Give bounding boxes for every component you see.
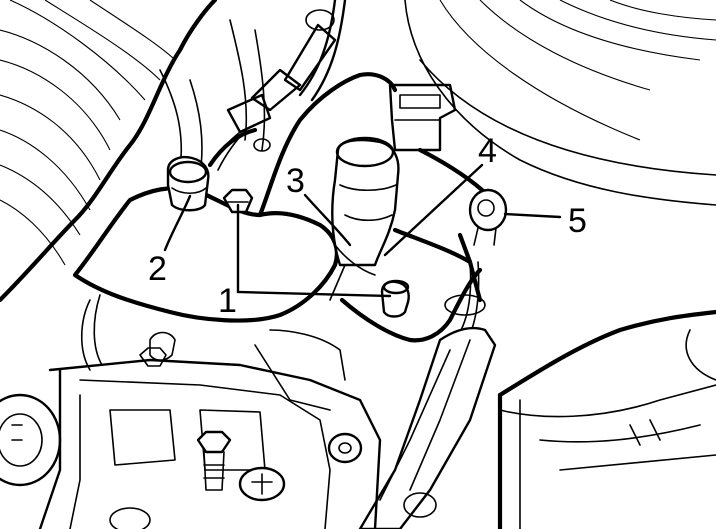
callout-5: 5 [568, 202, 587, 240]
callout-1: 1 [218, 282, 237, 320]
support-arm [358, 294, 497, 529]
intake-hose [0, 0, 218, 303]
connector-block [388, 83, 457, 152]
engine-block [38, 294, 382, 529]
upper-right-hose [404, 0, 716, 206]
mounting-bracket [72, 72, 398, 323]
leader-lines [163, 163, 562, 298]
callout-4: 4 [478, 132, 497, 170]
lower-bolt-b [238, 466, 286, 502]
pulley [0, 393, 62, 487]
hex-bolt-bracket [222, 188, 254, 214]
callout-2: 2 [148, 250, 167, 288]
bolt-2 [166, 156, 210, 212]
bolt-1 [380, 279, 410, 318]
lower-bolt-d [109, 347, 437, 529]
throttle-linkage [159, 0, 347, 176]
callout-3: 3 [286, 162, 305, 200]
lower-bolt-c [327, 432, 363, 464]
engine-mount [497, 309, 716, 529]
lower-bolt-a [196, 430, 232, 491]
coolant-pipe-3 [329, 136, 400, 301]
connector-5 [468, 188, 508, 246]
